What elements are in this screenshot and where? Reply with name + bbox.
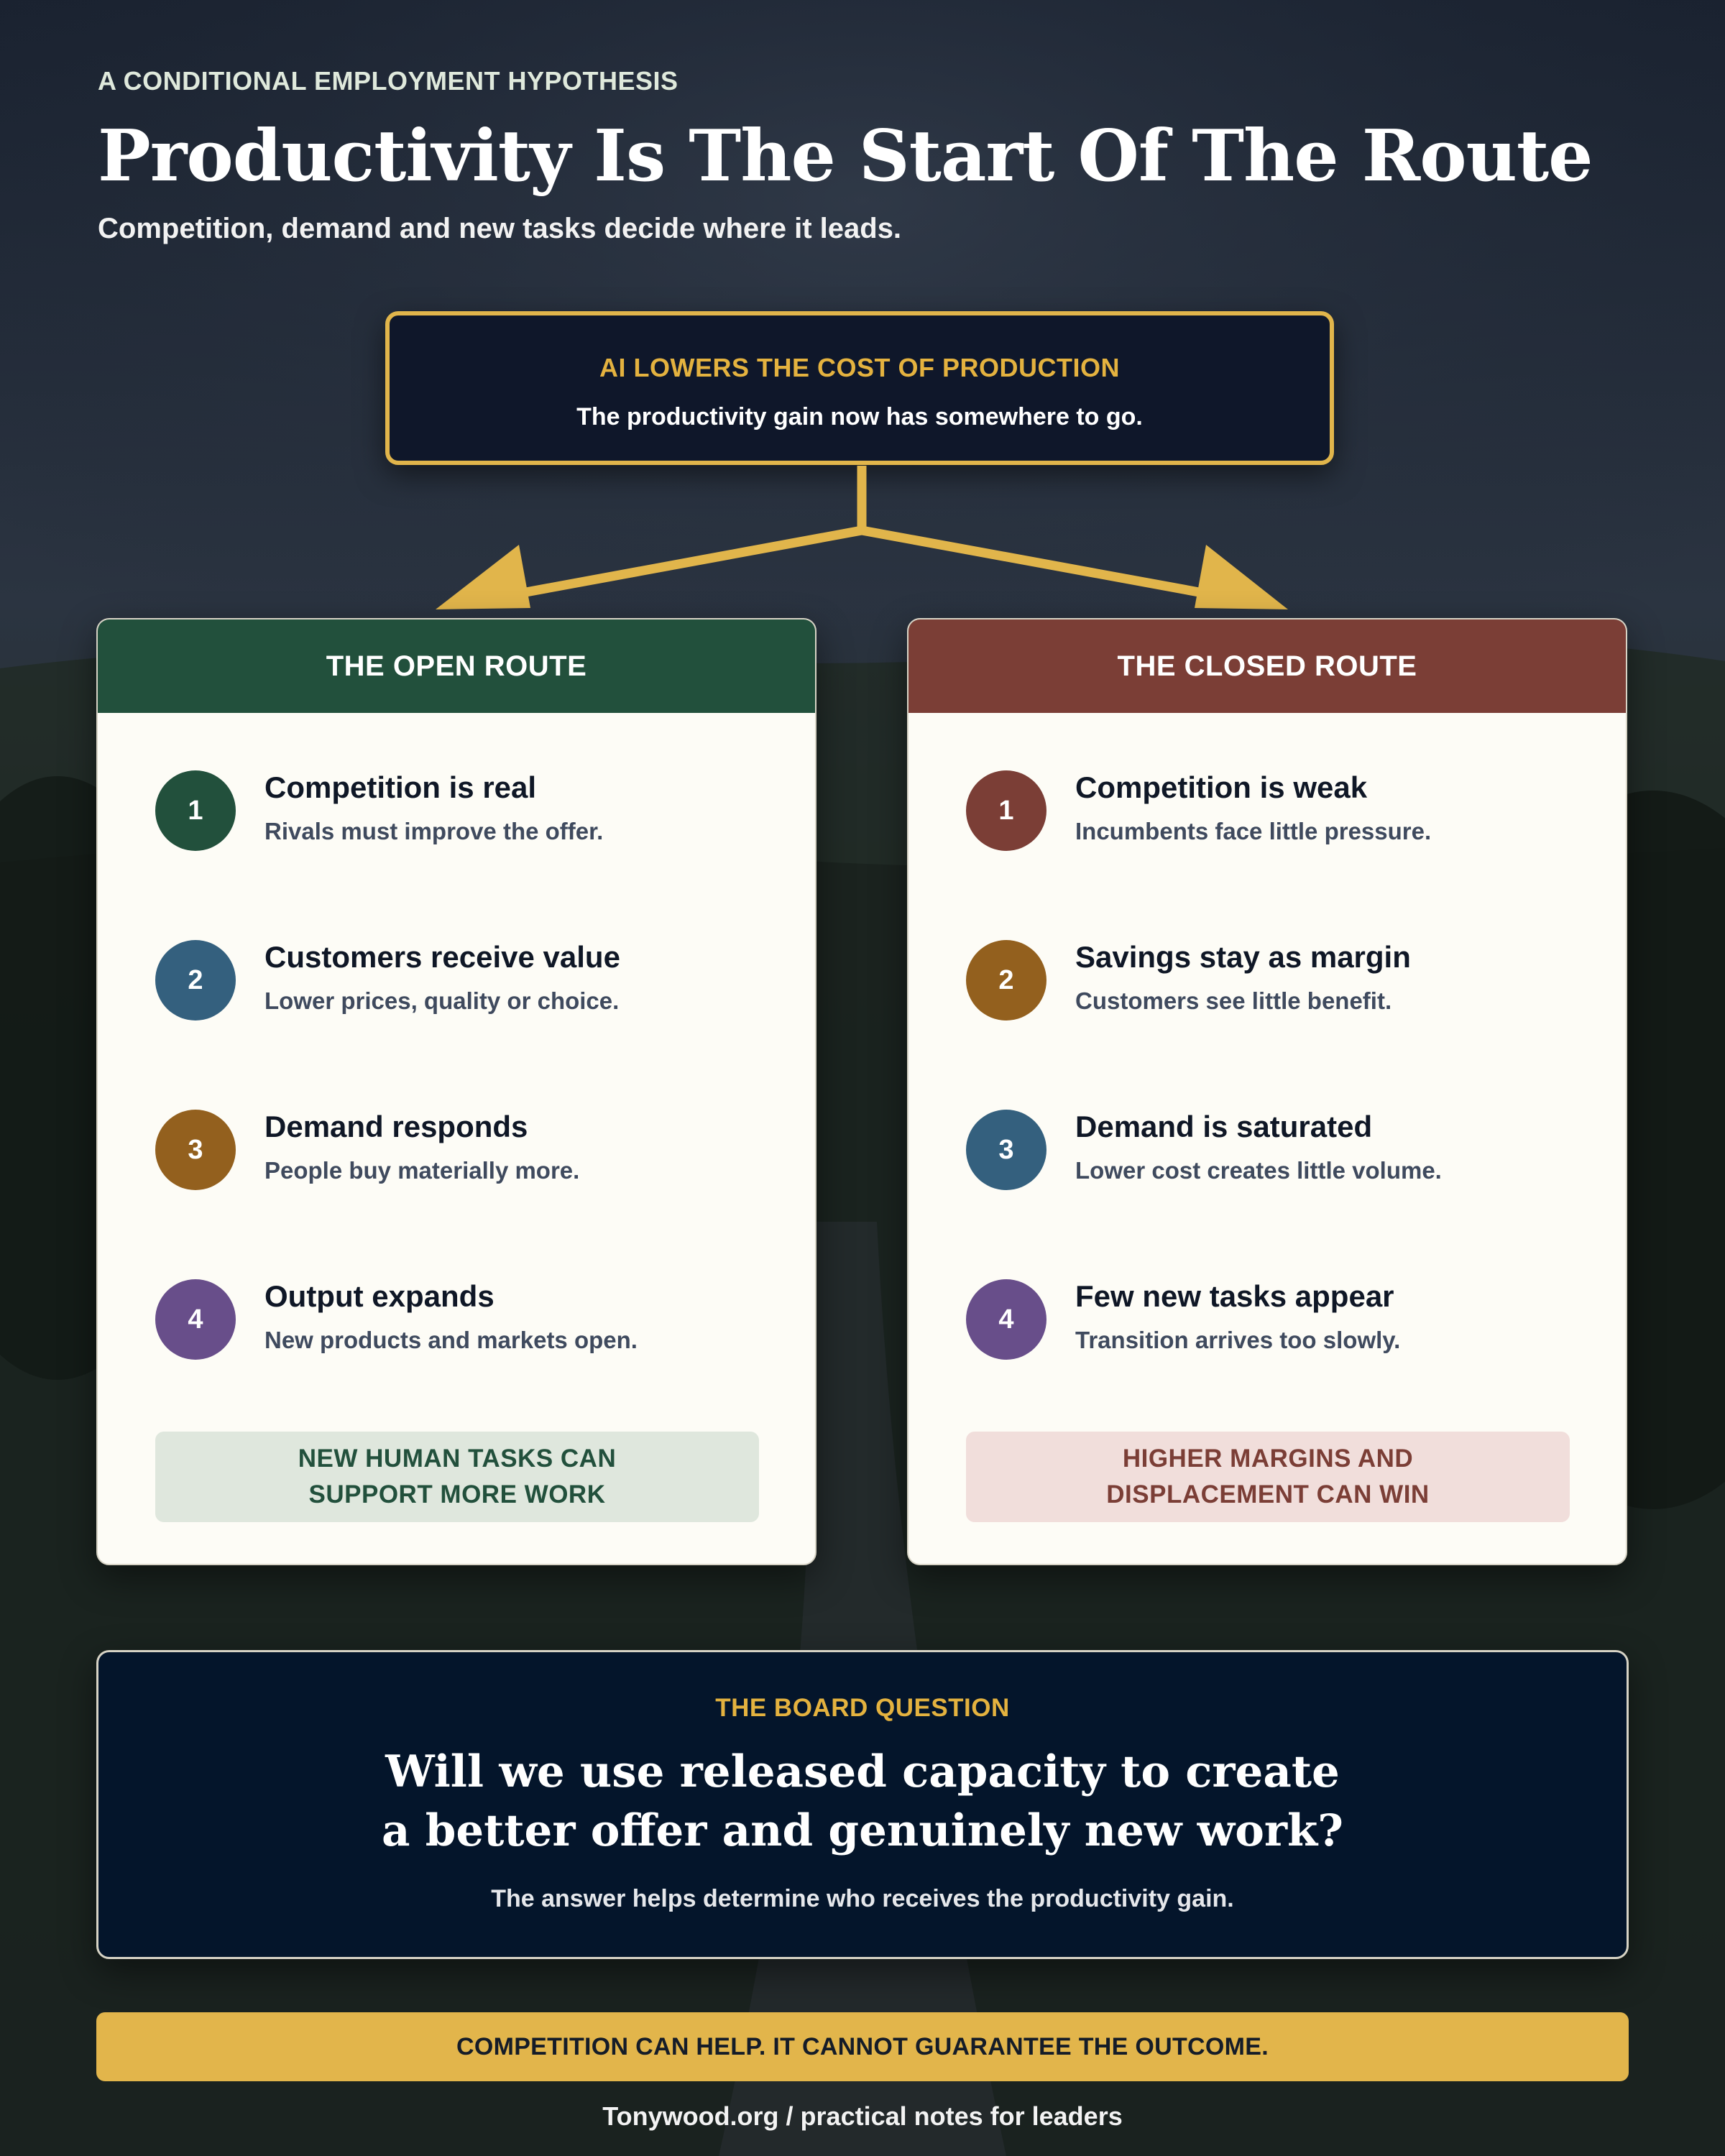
open-route-verdict-text: NEW HUMAN TASKS CAN SUPPORT MORE WORK [298,1445,617,1508]
closed-route-heading: THE CLOSED ROUTE [908,619,1626,713]
closed-route-step: 4 Few new tasks appear Transition arrive… [966,1279,1584,1365]
step-number-badge: 4 [155,1279,236,1360]
footer-credit: Tonywood.org / practical notes for leade… [602,2101,1123,2131]
step-description: People buy materially more. [264,1157,580,1184]
open-route-step: 4 Output expands New products and market… [155,1279,773,1365]
step-number-badge: 3 [966,1110,1046,1190]
step-title: Demand responds [264,1110,528,1143]
step-number-badge: 3 [155,1110,236,1190]
top-box-text: The productivity gain now has somewhere … [576,403,1143,430]
step-number-badge: 4 [966,1279,1046,1360]
step-description: Incumbents face little pressure. [1075,818,1432,844]
step-description: Customers see little benefit. [1075,987,1392,1014]
open-route-card: THE OPEN ROUTE 1 Competition is real Riv… [96,618,816,1565]
closed-route-verdict: HIGHER MARGINS AND DISPLACEMENT CAN WIN [966,1432,1570,1522]
open-route-step: 3 Demand responds People buy materially … [155,1110,773,1196]
step-description: Rivals must improve the offer. [264,818,604,844]
step-title: Customers receive value [264,940,620,974]
closed-route-step: 3 Demand is saturated Lower cost creates… [966,1110,1584,1196]
closed-route-step: 1 Competition is weak Incumbents face li… [966,770,1584,857]
step-title: Competition is real [264,770,537,804]
top-box-heading: AI LOWERS THE COST OF PRODUCTION [599,353,1120,382]
conclusion-banner: COMPETITION CAN HELP. IT CANNOT GUARANTE… [96,2012,1629,2081]
top-box: AI LOWERS THE COST OF PRODUCTION The pro… [385,311,1334,465]
board-question-line: a better offer and genuinely new work? [381,1805,1344,1856]
step-title: Demand is saturated [1075,1110,1373,1143]
board-question-heading: THE BOARD QUESTION [715,1694,1010,1722]
step-number-badge: 1 [155,770,236,851]
board-question-box: THE BOARD QUESTION Will we use released … [96,1650,1629,1959]
closed-route-verdict-text: HIGHER MARGINS AND DISPLACEMENT CAN WIN [1106,1445,1430,1508]
step-description: Lower cost creates little volume. [1075,1157,1442,1184]
arrow-head-right [1195,545,1288,609]
branch-arrows [436,466,1288,609]
open-route-heading: THE OPEN ROUTE [98,619,815,713]
step-title: Competition is weak [1075,770,1368,804]
arrow-head-left [436,545,530,609]
closed-route-card: THE CLOSED ROUTE 1 Competition is weak I… [907,618,1627,1565]
board-question-line: Will we use released capacity to create [385,1746,1340,1797]
step-title: Few new tasks appear [1075,1279,1394,1313]
step-description: New products and markets open. [264,1327,638,1353]
page-subtitle: Competition, demand and new tasks decide… [98,213,902,244]
board-question-text: Will we use released capacity to create … [359,1743,1366,1861]
closed-route-step: 2 Savings stay as margin Customers see l… [966,940,1584,1026]
step-number-badge: 1 [966,770,1046,851]
open-route-step: 1 Competition is real Rivals must improv… [155,770,773,857]
open-route-verdict: NEW HUMAN TASKS CAN SUPPORT MORE WORK [155,1432,759,1522]
step-description: Transition arrives too slowly. [1075,1327,1401,1353]
board-question-subtext: The answer helps determine who receives … [491,1885,1234,1912]
branch-connector [509,466,1216,600]
step-title: Output expands [264,1279,494,1313]
page-title: Productivity Is The Start Of The Route [98,115,1593,198]
step-title: Savings stay as margin [1075,940,1411,974]
open-route-step: 2 Customers receive value Lower prices, … [155,940,773,1026]
step-number-badge: 2 [966,940,1046,1021]
step-description: Lower prices, quality or choice. [264,987,620,1014]
step-number-badge: 2 [155,940,236,1021]
eyebrow-label: A CONDITIONAL EMPLOYMENT HYPOTHESIS [98,66,678,96]
